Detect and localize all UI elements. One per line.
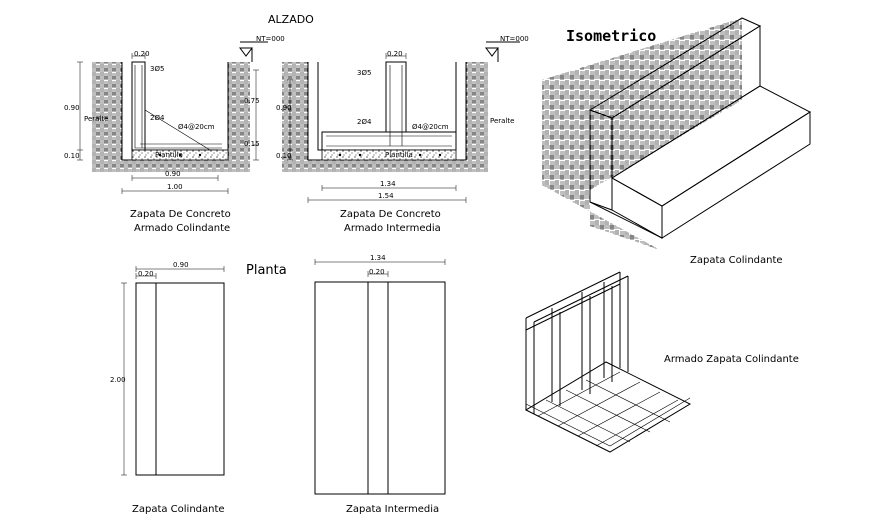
svg-text:2Ø4: 2Ø4: [357, 118, 372, 126]
svg-text:0.75: 0.75: [244, 97, 260, 105]
soil-left: [92, 62, 122, 172]
caption-left-2: Armado Colindante: [134, 223, 230, 234]
soil-right: [228, 62, 250, 172]
section-colindante: 0.20 3Ø5 2Ø4 Ø4@20cm Plantilla 0.90 0.10…: [64, 35, 285, 234]
caption-mid-2: Armado Intermedia: [344, 223, 441, 234]
plan-intermedia: 1.34 0.20 Zapata Intermedia: [314, 254, 446, 515]
svg-text:0.90: 0.90: [165, 170, 181, 178]
svg-text:1.34: 1.34: [370, 254, 386, 262]
svg-text:2.00: 2.00: [110, 376, 126, 384]
svg-text:Ø4@20cm: Ø4@20cm: [178, 123, 215, 131]
svg-text:2Ø4: 2Ø4: [150, 114, 165, 122]
rebar-caption: Armado Zapata Colindante: [664, 354, 799, 365]
alzado-title: ALZADO: [268, 13, 314, 26]
svg-text:NT=000: NT=000: [500, 35, 529, 43]
svg-text:0.20: 0.20: [134, 50, 150, 58]
svg-text:Plantilla: Plantilla: [385, 151, 413, 159]
svg-text:0.20: 0.20: [138, 270, 154, 278]
isometrico-title: Isometrico: [566, 27, 656, 45]
svg-text:1.00: 1.00: [167, 183, 183, 191]
section-intermedia: 0.20 3Ø5 2Ø4 Ø4@20cm Plantilla Peralte 0…: [276, 35, 529, 234]
planta-title: Planta: [246, 263, 287, 278]
svg-text:0.20: 0.20: [387, 50, 403, 58]
svg-text:3Ø5: 3Ø5: [150, 65, 164, 73]
svg-text:NT=000: NT=000: [256, 35, 285, 43]
svg-text:Plantilla: Plantilla: [155, 151, 183, 159]
plan-colindante: 0.90 0.20 2.00 Zapata Colindante: [110, 261, 225, 515]
caption-left-1: Zapata De Concreto: [130, 209, 231, 220]
svg-text:0.10: 0.10: [276, 152, 292, 160]
svg-text:3Ø5: 3Ø5: [357, 69, 371, 77]
svg-text:1.34: 1.34: [380, 180, 396, 188]
svg-text:Peralte: Peralte: [84, 115, 108, 123]
rebar-cage: Armado Zapata Colindante: [524, 271, 799, 453]
plan-left-caption: Zapata Colindante: [132, 504, 225, 515]
svg-text:1.54: 1.54: [378, 192, 394, 200]
caption-mid-1: Zapata De Concreto: [340, 209, 441, 220]
iso-caption: Zapata Colindante: [690, 255, 783, 266]
svg-text:0.90: 0.90: [173, 261, 189, 269]
svg-text:0.10: 0.10: [64, 152, 80, 160]
svg-text:0.90: 0.90: [64, 104, 80, 112]
svg-text:0.15: 0.15: [244, 140, 260, 148]
svg-text:0.90: 0.90: [276, 104, 292, 112]
svg-text:Peralte: Peralte: [490, 117, 514, 125]
svg-text:Ø4@20cm: Ø4@20cm: [412, 123, 449, 131]
isometric-view: Zapata Colindante: [542, 17, 812, 266]
svg-text:0.20: 0.20: [369, 268, 385, 276]
plan-mid-caption: Zapata Intermedia: [346, 504, 439, 515]
